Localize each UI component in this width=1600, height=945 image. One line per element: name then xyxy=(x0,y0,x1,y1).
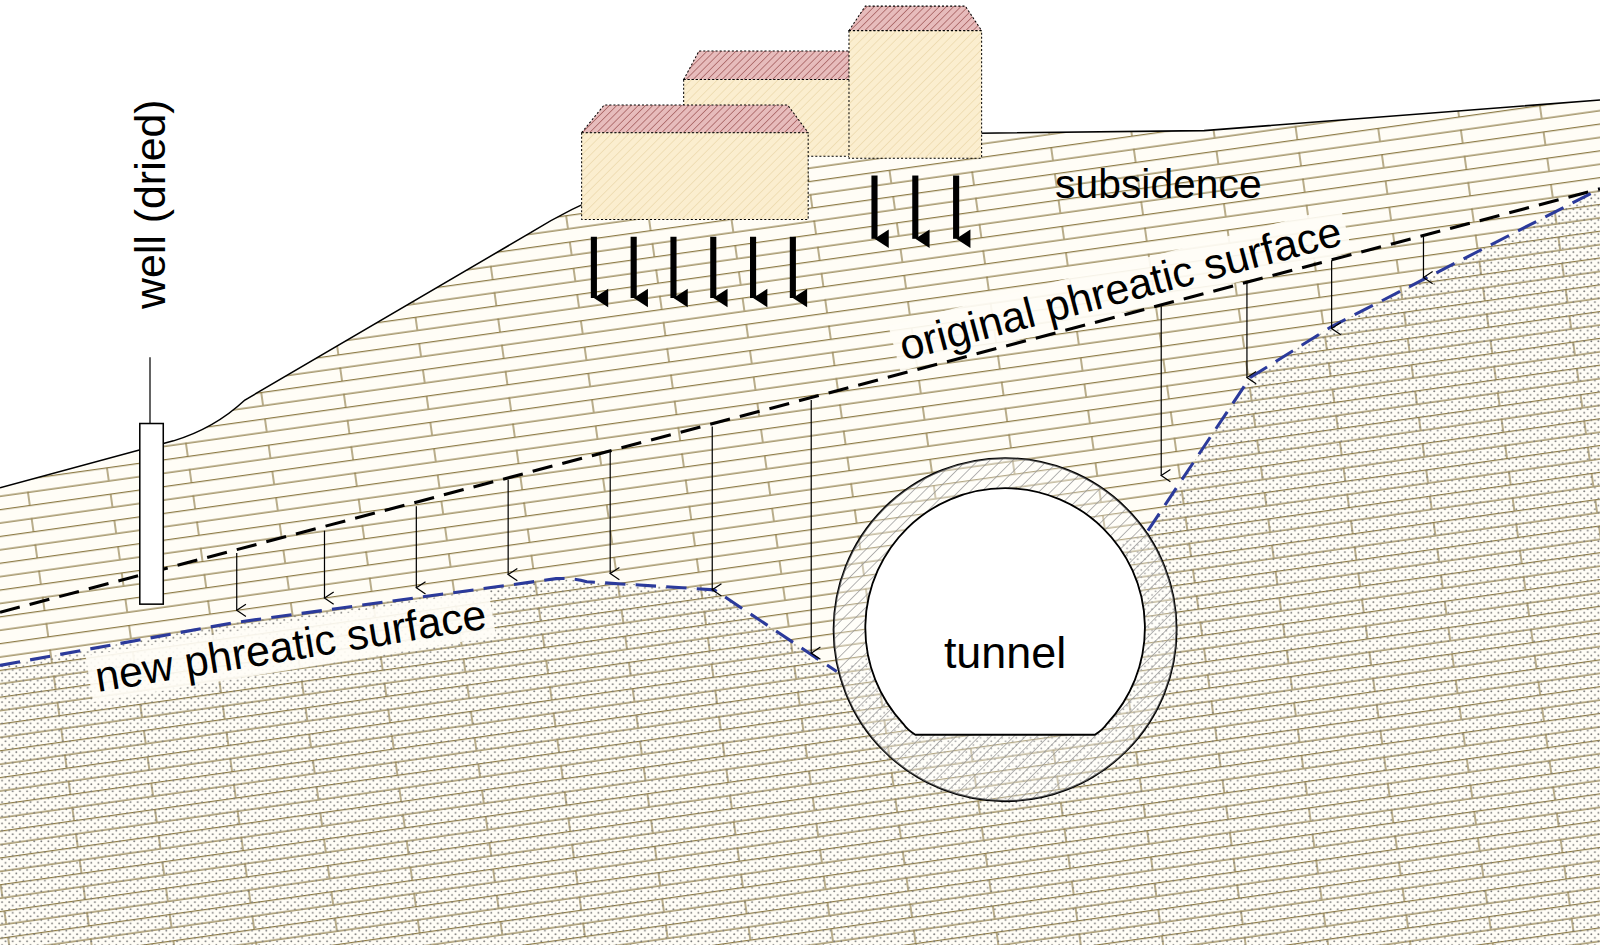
subsidence-label: subsidence xyxy=(1055,161,1262,206)
tunnel-circle: tunnel xyxy=(832,456,1179,803)
well-label: well (dried) xyxy=(127,99,174,309)
tunnel-label: tunnel xyxy=(944,628,1066,679)
